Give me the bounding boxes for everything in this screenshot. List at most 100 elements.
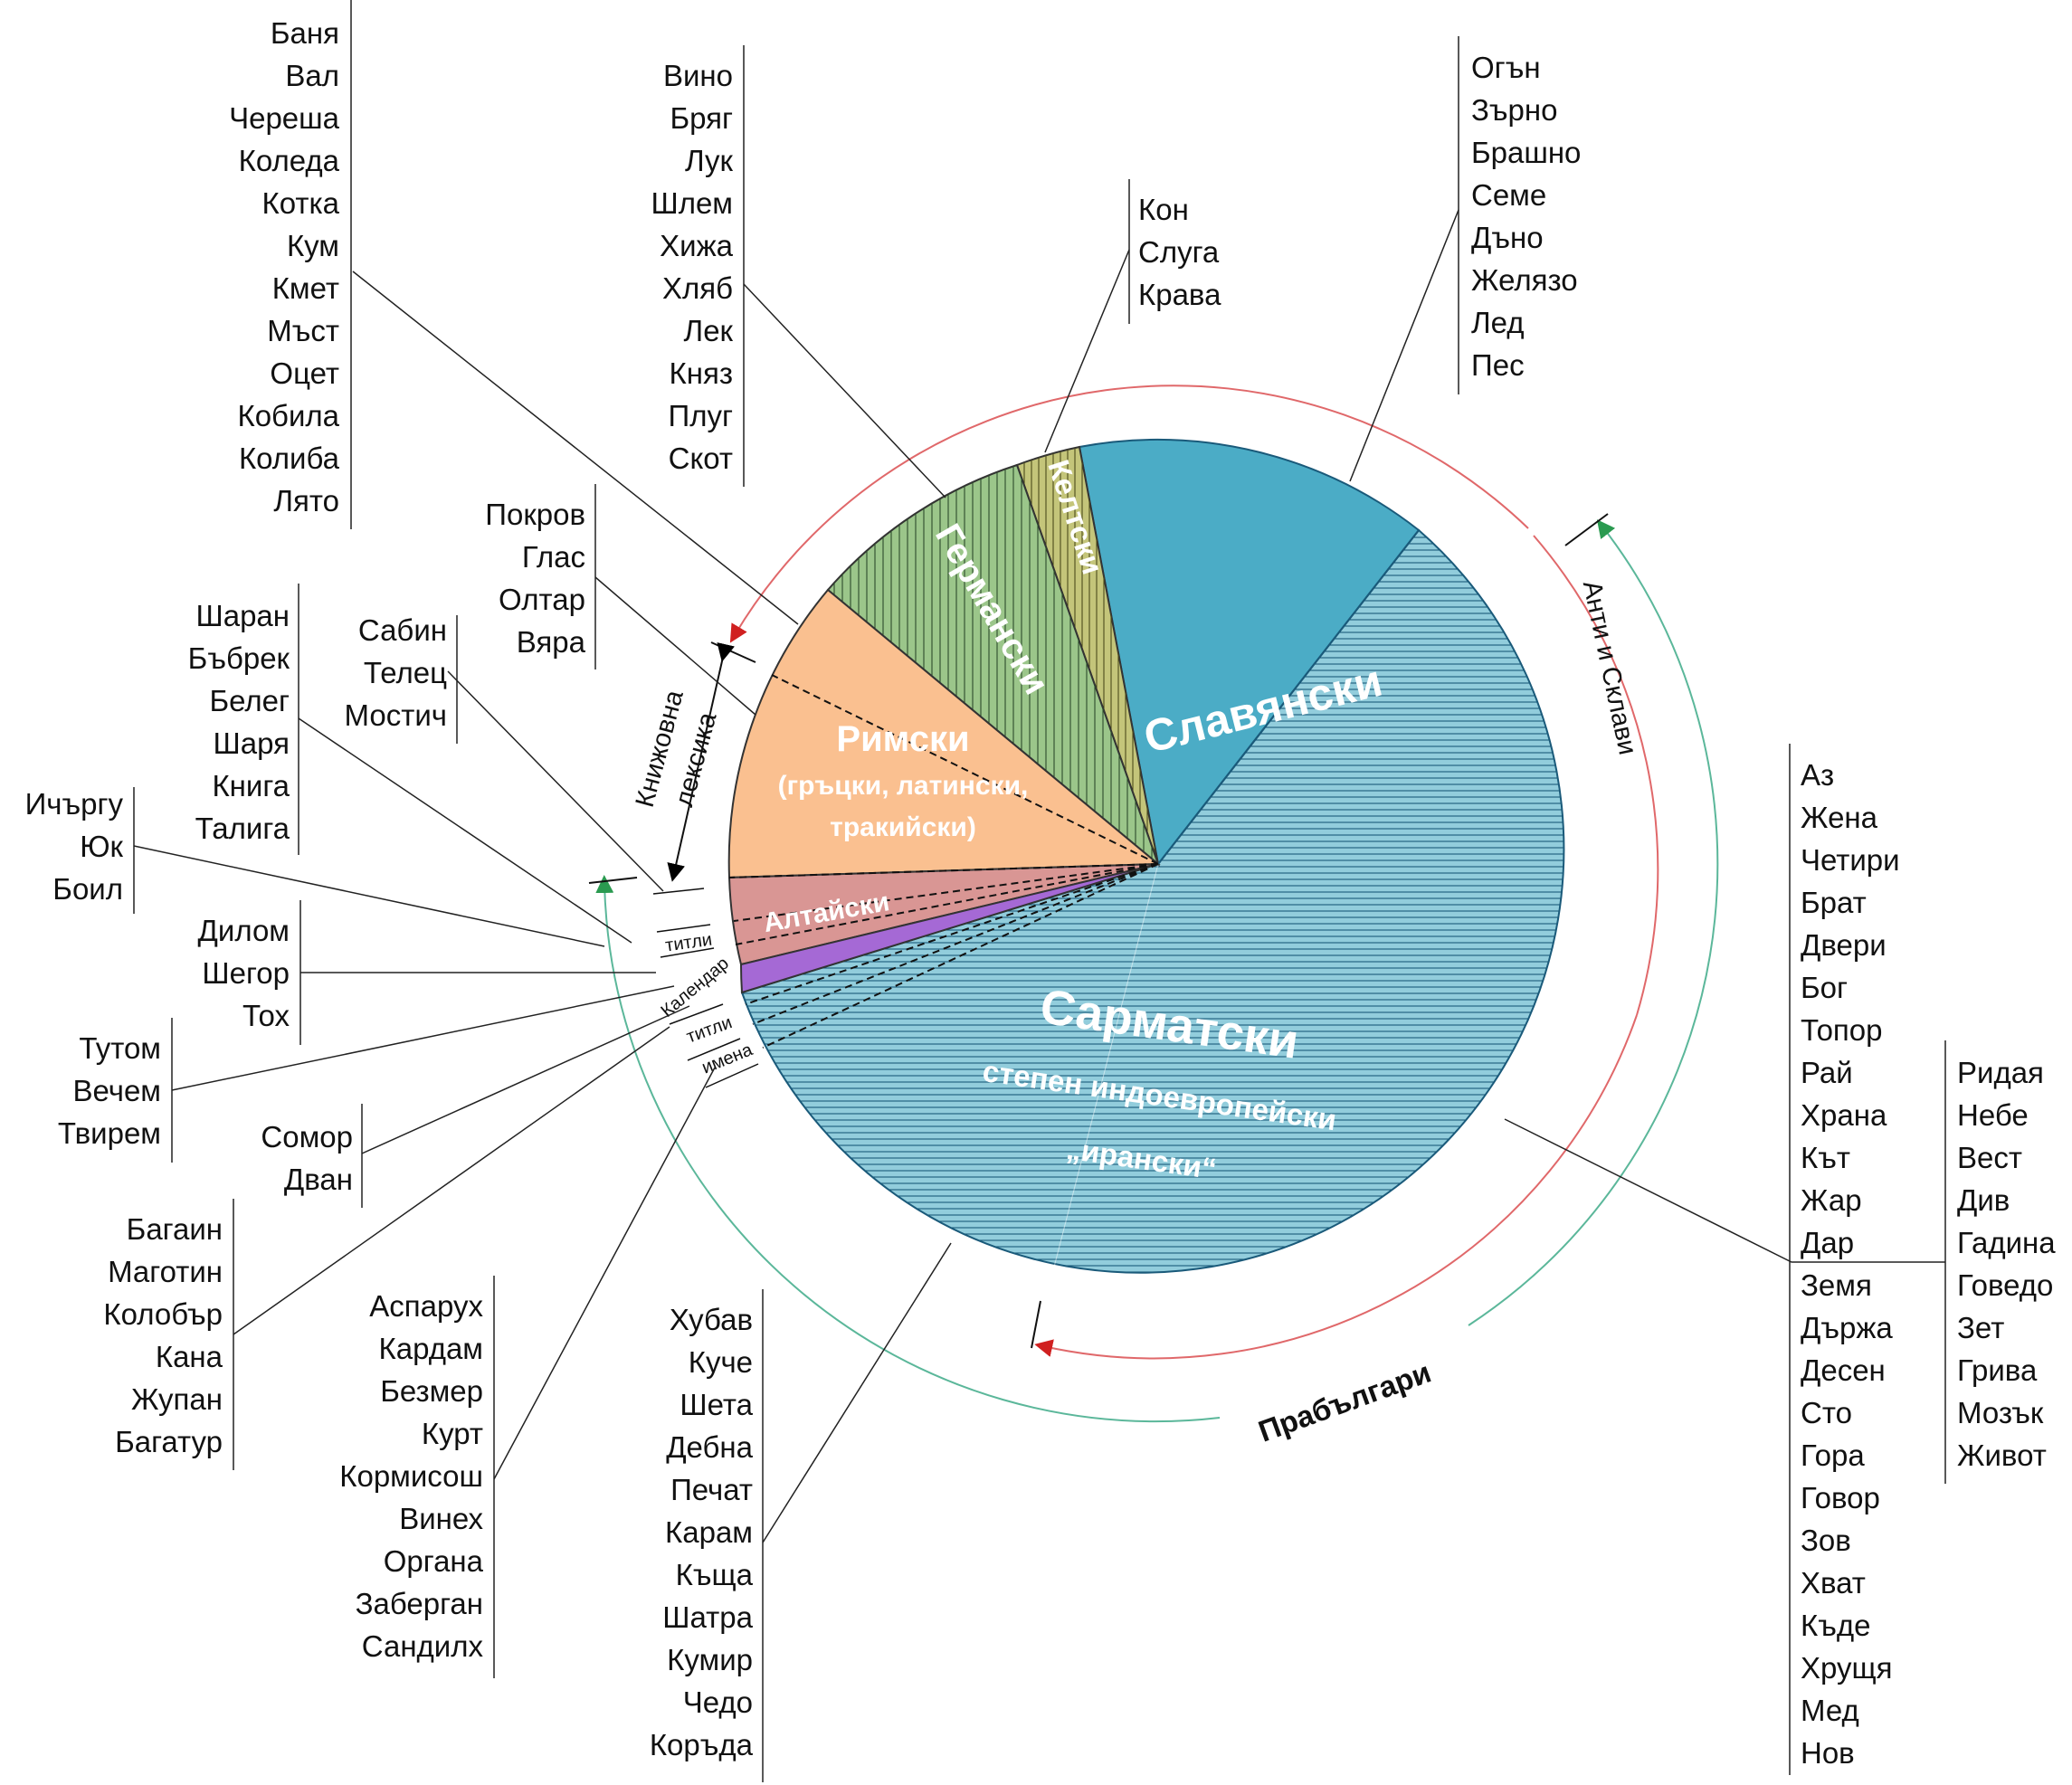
- list-item: Пес: [1471, 348, 1525, 382]
- list-item: Зърно: [1471, 93, 1558, 127]
- list-item: Лед: [1471, 306, 1525, 339]
- list-item: Винех: [399, 1502, 483, 1535]
- list-item: Вечем: [72, 1074, 161, 1107]
- list-item: Череша: [229, 101, 340, 135]
- list-item: Десен: [1801, 1353, 1886, 1387]
- word-list-banya: Баня Вал Череша Коледа Котка Кум Кмет Мъ…: [229, 0, 352, 529]
- list-item: Шлем: [651, 186, 733, 220]
- list-item: Ичъргу: [25, 787, 124, 821]
- list-item: Шаран: [195, 599, 290, 632]
- label-roman: Римски: [836, 719, 969, 759]
- list-item: Земя: [1801, 1268, 1872, 1302]
- list-item: Хляб: [662, 271, 733, 305]
- list-item: Жар: [1801, 1183, 1862, 1217]
- list-item: Сомор: [261, 1120, 353, 1154]
- list-item: Печат: [670, 1473, 753, 1506]
- list-item: Телец: [364, 656, 447, 689]
- list-item: Лук: [685, 144, 734, 177]
- list-item: Безмер: [380, 1374, 483, 1408]
- word-list-tutom: Тутом Вечем Твирем: [58, 1018, 173, 1163]
- list-item: Гора: [1801, 1438, 1865, 1472]
- list-item: Грива: [1957, 1353, 2038, 1387]
- list-item: Къща: [676, 1558, 754, 1591]
- list-item: Лято: [273, 484, 339, 517]
- list-item: Боил: [52, 872, 123, 906]
- list-item: Зов: [1801, 1524, 1851, 1557]
- word-list-hubav: Хубав Куче Шета Дебна Печат Карам Къща Ш…: [650, 1289, 764, 1782]
- list-item: Хубав: [670, 1303, 753, 1336]
- list-item: Брат: [1801, 886, 1867, 919]
- list-item: Карам: [665, 1515, 753, 1549]
- segment-sarmatian-hatch: [742, 530, 1564, 1273]
- segment-celtic-hatch: [1017, 447, 1158, 864]
- list-item: Кът: [1801, 1141, 1850, 1174]
- list-item: Талига: [195, 812, 290, 845]
- list-item: Книга: [212, 769, 290, 802]
- list-item: Кон: [1138, 193, 1189, 226]
- list-item: Княз: [670, 356, 733, 390]
- list-item: Куче: [689, 1345, 753, 1379]
- list-item: Говедо: [1957, 1268, 2053, 1302]
- list-item: Кум: [287, 229, 339, 262]
- list-item: Скот: [669, 442, 733, 475]
- word-list-az: Аз Жена Четири Брат Двери Бог Топор Рай …: [1789, 744, 1900, 1775]
- list-item: Жена: [1801, 801, 1878, 834]
- list-item: Див: [1957, 1183, 2010, 1217]
- list-item: Шегор: [202, 956, 290, 990]
- list-item: Четири: [1801, 843, 1900, 877]
- list-item: Шаря: [214, 726, 290, 760]
- dashed-subdivisions: [728, 674, 1159, 1049]
- rim-small-dividers: [652, 888, 759, 1088]
- list-item: Колобър: [103, 1297, 223, 1331]
- list-item: Олтар: [499, 583, 585, 616]
- bookish-arrow: [667, 642, 735, 882]
- list-item: Колиба: [239, 442, 340, 475]
- word-list-bagain: Багаин Маготин Колобър Кана Жупан Багату…: [103, 1199, 234, 1470]
- label-proto-bulgarians: Прабългари: [1254, 1355, 1435, 1448]
- list-item: Баня: [271, 16, 339, 50]
- list-item: Мед: [1801, 1694, 1859, 1727]
- list-item: Небе: [1957, 1098, 2029, 1132]
- list-item: Мостич: [345, 698, 447, 732]
- list-item: Юк: [80, 830, 123, 863]
- list-item: Аз: [1801, 758, 1834, 792]
- list-item: Вино: [663, 59, 733, 92]
- segment-purple: [739, 863, 1159, 994]
- list-item: Крава: [1138, 278, 1221, 311]
- list-item: Аспарух: [369, 1289, 483, 1323]
- arc-slavic-top-red: [729, 385, 1529, 643]
- word-list-asparuh: Аспарух Кардам Безмер Курт Кормисош Вине…: [339, 1276, 495, 1678]
- list-item: Мозък: [1957, 1396, 2044, 1429]
- word-list-sabin: Сабин Телец Мостич: [345, 613, 458, 744]
- label-roman-sub1: (гръцки, латински,: [778, 771, 1029, 801]
- arc-green-bottom: [595, 875, 1221, 1422]
- list-item: Семе: [1471, 178, 1546, 212]
- list-item: Глас: [522, 540, 585, 574]
- list-item: Белег: [209, 684, 290, 717]
- list-item: Желязо: [1471, 263, 1578, 297]
- list-item: Държа: [1801, 1311, 1893, 1344]
- list-item: Зет: [1957, 1311, 2004, 1344]
- list-item: Котка: [262, 186, 340, 220]
- list-item: Твирем: [58, 1116, 161, 1150]
- list-item: Коледа: [239, 144, 340, 177]
- list-item: Шета: [680, 1388, 753, 1421]
- list-item: Нов: [1801, 1736, 1855, 1770]
- label-titles1: титли: [664, 930, 713, 956]
- list-item: Дъно: [1471, 221, 1544, 254]
- list-item: Кумир: [667, 1643, 753, 1676]
- label-titles2: титли: [684, 1012, 735, 1047]
- list-item: Шатра: [662, 1600, 753, 1634]
- list-item: Дилом: [198, 914, 290, 947]
- list-item: Тутом: [79, 1031, 161, 1065]
- list-item: Говор: [1801, 1481, 1880, 1514]
- list-item: Дван: [284, 1163, 353, 1196]
- list-item: Маготин: [108, 1255, 223, 1288]
- list-item: Багатур: [115, 1425, 223, 1458]
- list-item: Сандилх: [362, 1629, 484, 1663]
- word-list-sharan: Шаран Бъбрек Белег Шаря Книга Талига: [188, 584, 299, 855]
- list-item: Тох: [242, 999, 290, 1032]
- word-list-kon: Кон Слуга Крава: [1128, 179, 1221, 324]
- list-item: Багаин: [127, 1212, 223, 1246]
